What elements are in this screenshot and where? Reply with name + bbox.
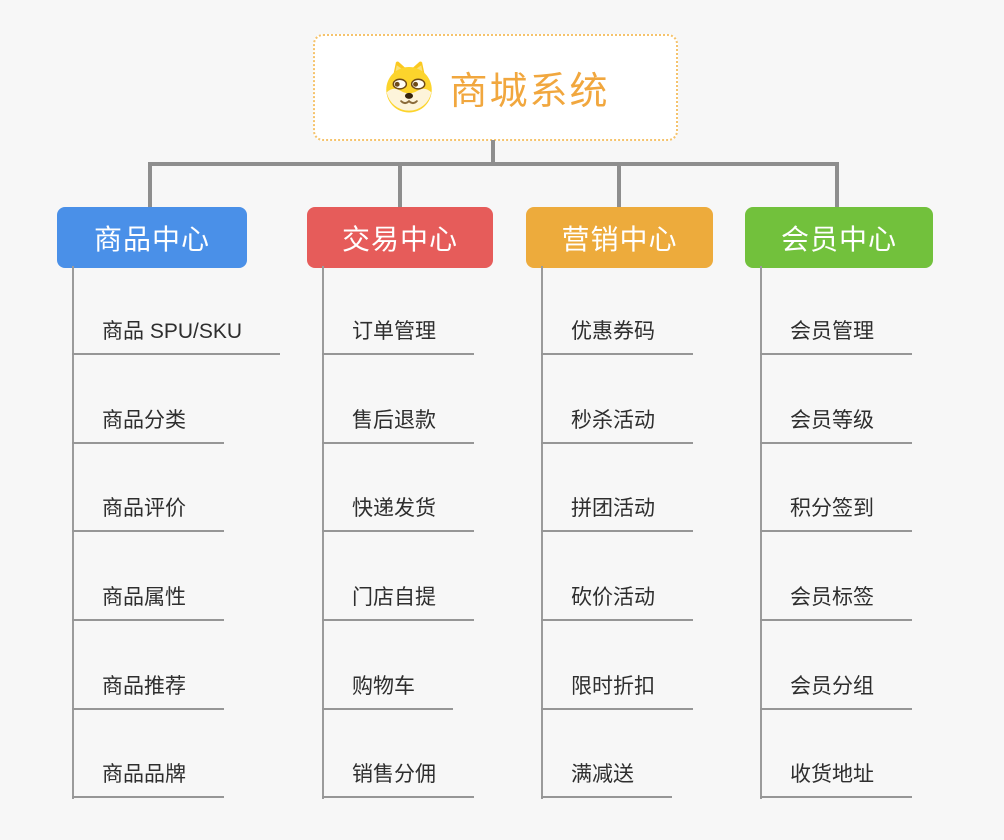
connector-root-stub [491, 140, 495, 163]
leaf-product-review[interactable]: 商品评价 [72, 494, 224, 532]
leaf-member-level[interactable]: 会员等级 [760, 406, 912, 444]
root-node-mall-system[interactable]: 商城系统 [313, 34, 678, 141]
leaf-group-buy[interactable]: 拼团活动 [541, 494, 693, 532]
leaf-store-pickup[interactable]: 门店自提 [322, 583, 474, 621]
branch-product-center[interactable]: 商品中心 [57, 207, 247, 268]
connector-stub-product [148, 162, 152, 208]
leaf-bargain-activity[interactable]: 砍价活动 [541, 583, 693, 621]
leaf-coupon-code[interactable]: 优惠券码 [541, 317, 693, 355]
leaf-member-management[interactable]: 会员管理 [760, 317, 912, 355]
root-title: 商城系统 [449, 71, 610, 113]
connector-stub-marketing [617, 162, 621, 208]
leaf-product-attribute[interactable]: 商品属性 [72, 583, 224, 621]
trunk-product [72, 266, 74, 799]
leaf-member-group[interactable]: 会员分组 [760, 672, 912, 710]
branch-marketing-center[interactable]: 营销中心 [526, 207, 713, 268]
leaf-spend-save[interactable]: 满减送 [541, 760, 672, 798]
connector-stub-trade [398, 162, 402, 208]
leaf-aftersale-refund[interactable]: 售后退款 [322, 406, 474, 444]
leaf-points-checkin[interactable]: 积分签到 [760, 494, 912, 532]
leaf-flash-sale[interactable]: 秒杀活动 [541, 406, 693, 444]
branch-trade-center[interactable]: 交易中心 [307, 207, 493, 268]
branch-member-center[interactable]: 会员中心 [745, 207, 933, 268]
connector-stub-member [835, 162, 839, 208]
leaf-sales-commission[interactable]: 销售分佣 [322, 760, 474, 798]
leaf-product-spu-sku[interactable]: 商品 SPU/SKU [72, 317, 281, 355]
leaf-express-delivery[interactable]: 快递发货 [322, 494, 474, 532]
trunk-marketing [541, 266, 543, 799]
trunk-trade [322, 266, 324, 799]
leaf-product-category[interactable]: 商品分类 [72, 406, 224, 444]
leaf-order-management[interactable]: 订单管理 [322, 317, 474, 355]
leaf-product-brand[interactable]: 商品品牌 [72, 760, 224, 798]
leaf-shipping-address[interactable]: 收货地址 [760, 760, 912, 798]
leaf-member-tag[interactable]: 会员标签 [760, 583, 912, 621]
doge-icon [386, 60, 433, 112]
leaf-limited-time-discount[interactable]: 限时折扣 [541, 672, 693, 710]
leaf-product-recommend[interactable]: 商品推荐 [72, 672, 224, 710]
connector-bus [150, 162, 839, 166]
trunk-member [760, 266, 762, 799]
leaf-shopping-cart[interactable]: 购物车 [322, 672, 453, 710]
